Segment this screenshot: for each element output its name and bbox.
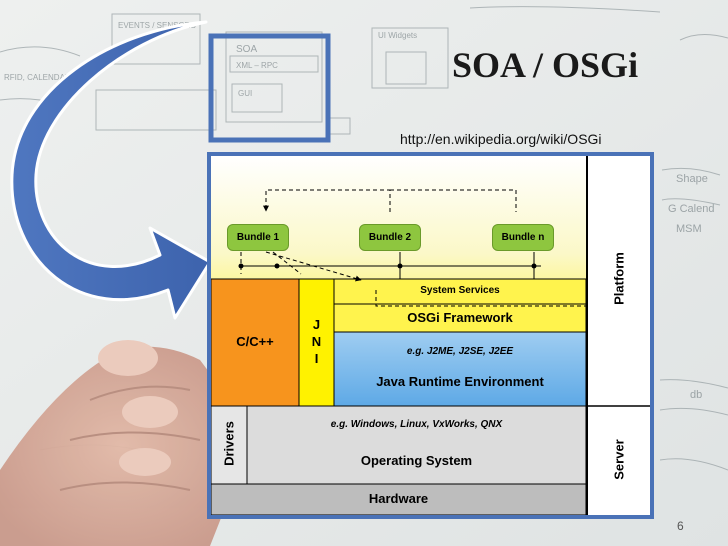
sketch-events-text: EVENTS / SENSORS — [118, 21, 196, 30]
jre-label: Java Runtime Environment — [376, 374, 544, 389]
slide-title: SOA / OSGi — [452, 45, 639, 85]
sketch-gui-text: GUI — [238, 89, 252, 98]
osgi-architecture-diagram: Bundle 1 Bundle 2 Bundle n System Servic… — [207, 152, 654, 519]
bundle-2: Bundle 2 — [359, 224, 421, 251]
os-examples-label: e.g. Windows, Linux, VxWorks, QNX — [330, 419, 503, 430]
sketch-shape-text: Shape — [676, 173, 708, 185]
osgi-framework-label: OSGi Framework — [407, 310, 513, 325]
sketch-xml-text: XML – RPC — [236, 61, 278, 70]
server-label: Server — [611, 439, 627, 480]
sketch-cal-text: G Calend — [668, 203, 714, 215]
jre-examples-label: e.g. J2ME, J2SE, J2EE — [406, 346, 514, 357]
soa-highlight-box — [208, 33, 331, 143]
page-number: 6 — [677, 519, 684, 533]
hand-photo — [0, 340, 244, 546]
os-label: Operating System — [360, 453, 473, 468]
sketch-rfid-text: RFID, CALENDAR — [4, 73, 71, 82]
sketch-msm-text: MSM — [676, 223, 702, 235]
bundle-n: Bundle n — [492, 224, 554, 251]
sketch-ui-text: UI Widgets — [378, 31, 417, 40]
platform-label: Platform — [611, 252, 627, 305]
sketch-soa-text: SOA — [236, 44, 257, 55]
source-link[interactable]: http://en.wikipedia.org/wiki/OSGi — [400, 131, 602, 147]
drivers-label: Drivers — [221, 421, 237, 466]
sketch-db-text: db — [690, 389, 702, 401]
system-services-label: System Services — [420, 285, 500, 296]
hardware-label: Hardware — [368, 491, 429, 506]
cpp-label: C/C++ — [236, 334, 274, 349]
bundle-1: Bundle 1 — [227, 224, 289, 251]
